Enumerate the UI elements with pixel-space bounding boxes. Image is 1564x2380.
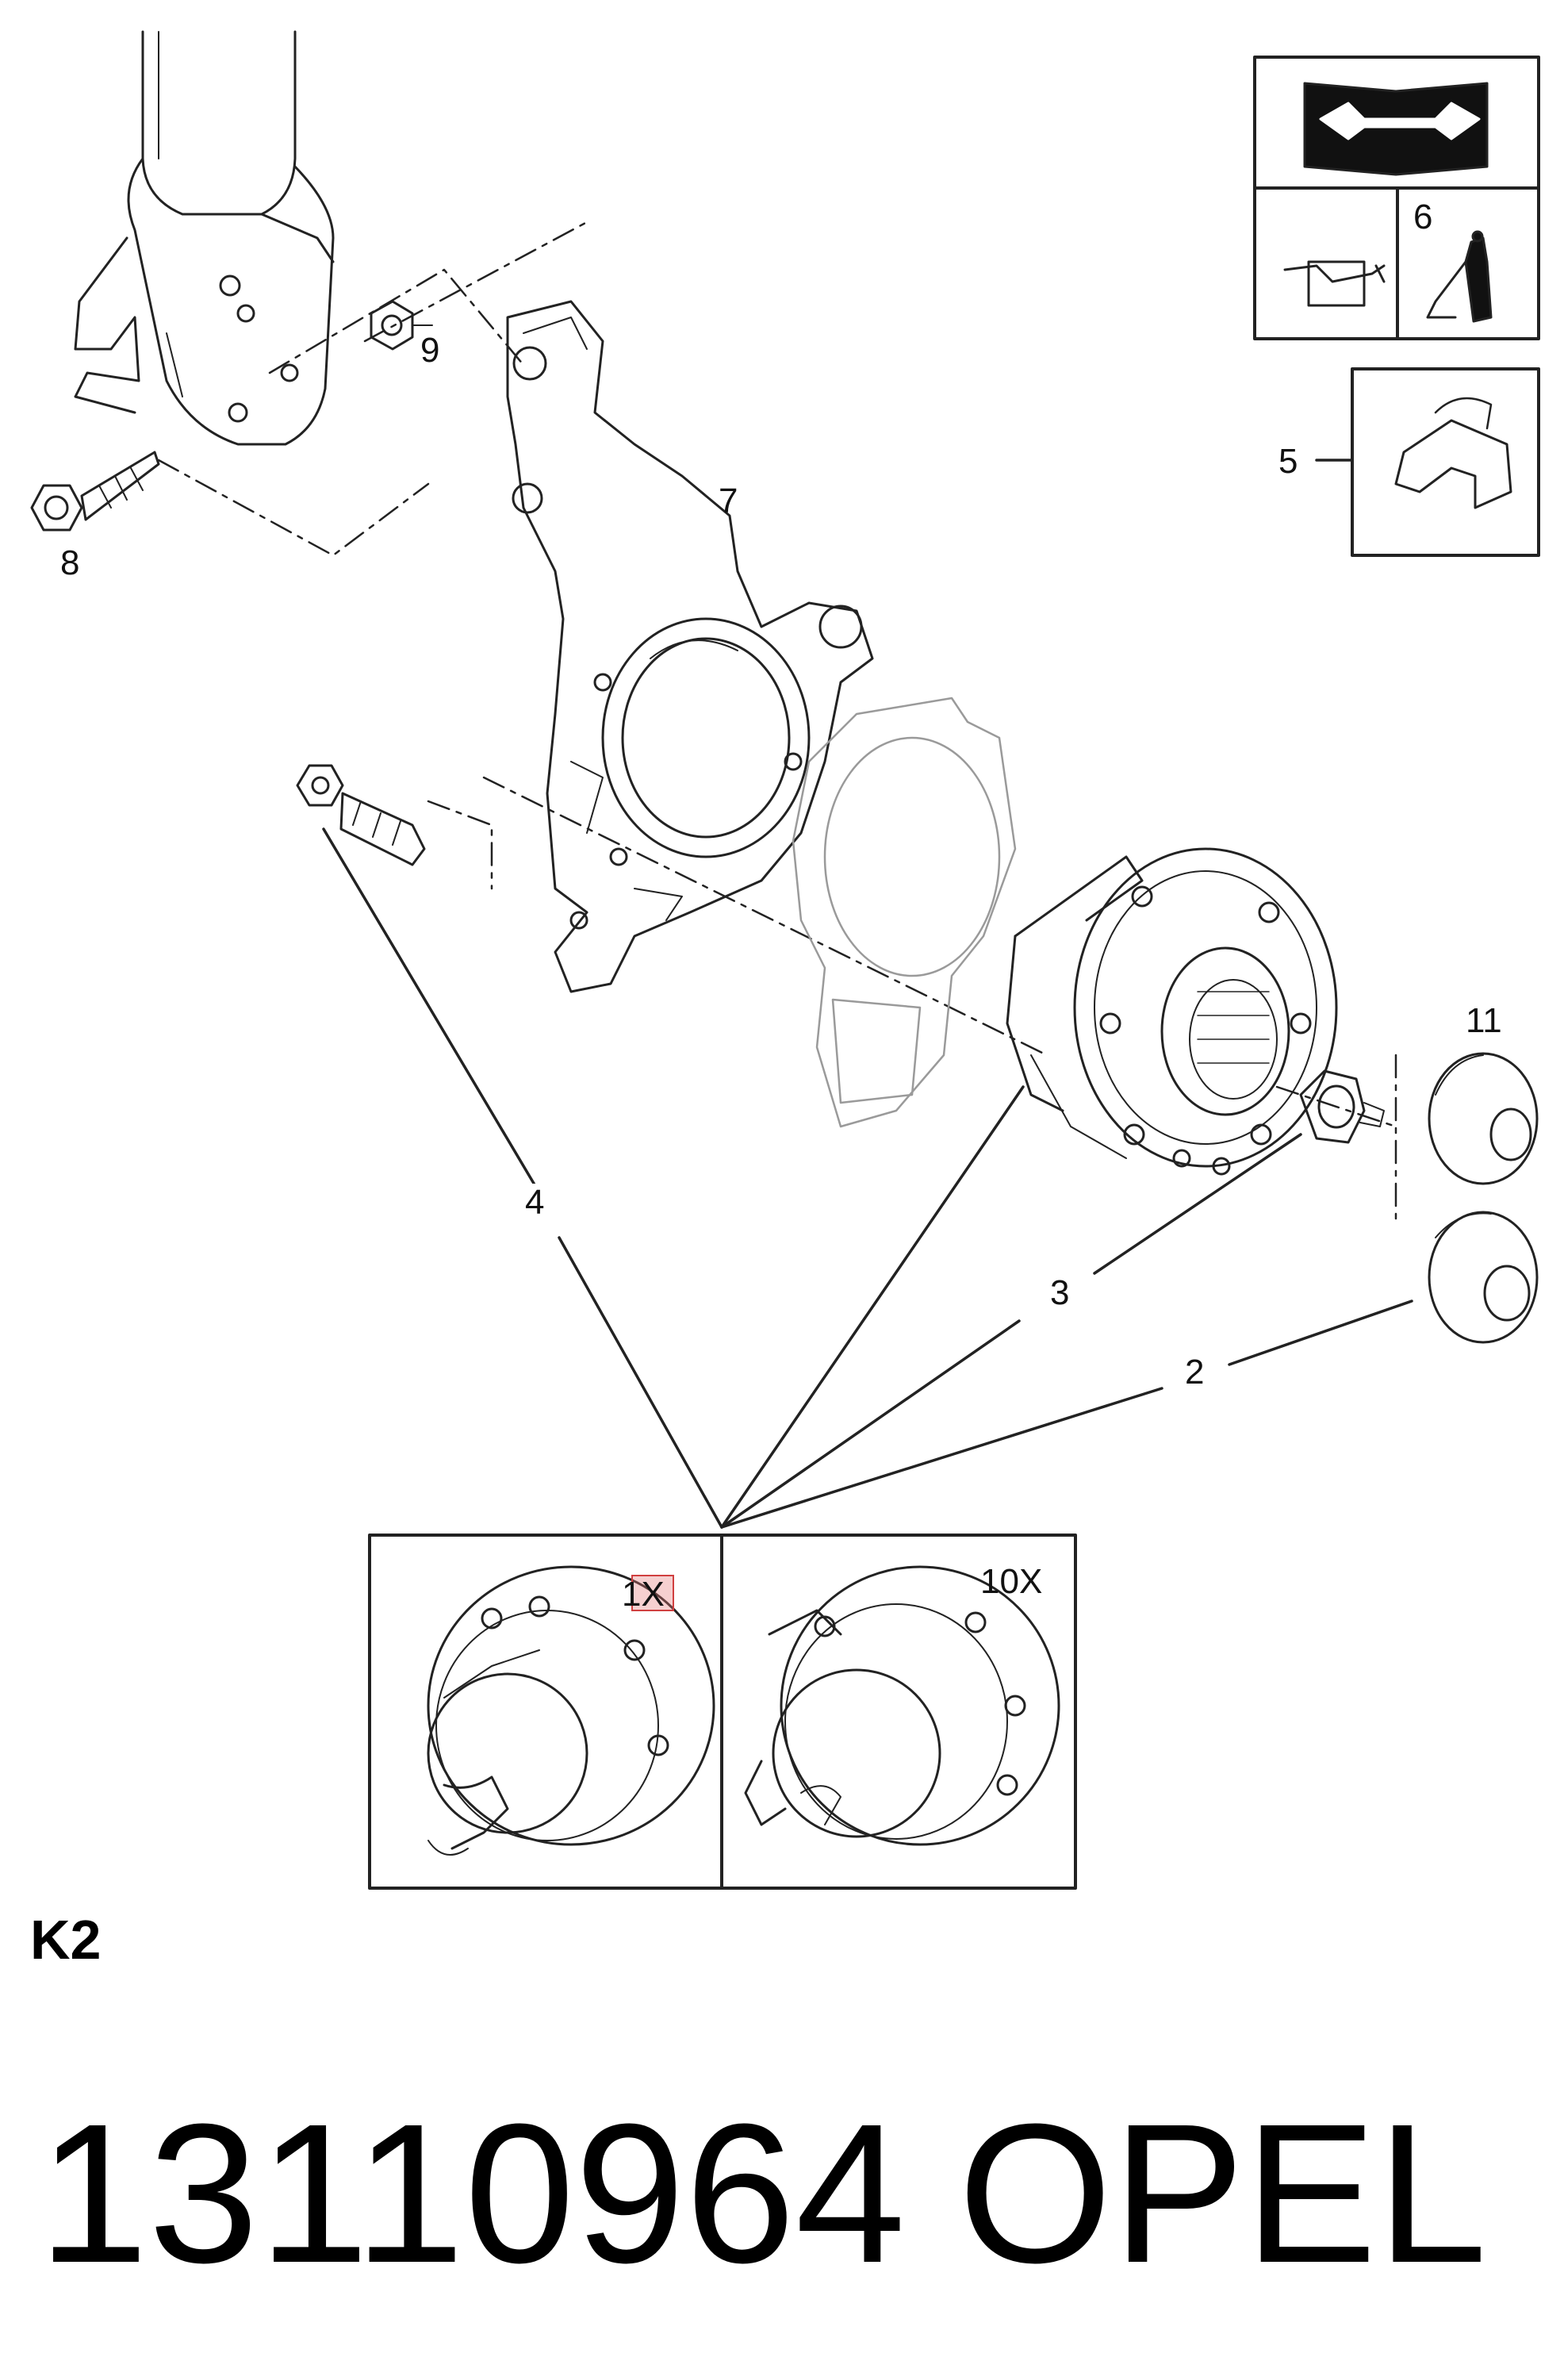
bolt-8 [30, 451, 160, 532]
clip-icon [1351, 367, 1540, 557]
exploded-view-diagram [30, 30, 1540, 1890]
hub-variant-b [744, 1565, 1060, 1846]
label-variant-a-qty: 1X [622, 1575, 665, 1614]
bolt-4 [296, 764, 426, 866]
label-item-4: 4 [519, 1184, 551, 1222]
footer: 13110964 OPEL [38, 2094, 1545, 2332]
label-item-7: 7 [719, 482, 738, 520]
section-code: K2 [30, 1909, 102, 1971]
wheel-hub-bearing [1006, 847, 1338, 1176]
label-variant-b-qty: 10X [980, 1562, 1043, 1601]
hub-nut-3 [1299, 1069, 1385, 1144]
highlight-marker [631, 1575, 674, 1611]
label-item-3: 3 [1044, 1274, 1076, 1312]
brake-backing-plate [792, 697, 1017, 1128]
label-item-2: 2 [1179, 1353, 1211, 1392]
icon-panel [1253, 56, 1540, 340]
oil-can-icon [1283, 260, 1386, 307]
part-number: 13110964 [38, 2082, 906, 2304]
strut-assembly [74, 30, 335, 446]
label-item-9: 9 [420, 331, 440, 370]
dust-cap-11 [1428, 1052, 1539, 1185]
steering-knuckle-7 [506, 300, 874, 993]
variant-panel [368, 1534, 1077, 1890]
label-item-6: 6 [1413, 198, 1433, 236]
service-manual-wrench-icon [1303, 82, 1489, 176]
label-item-11: 11 [1466, 1001, 1502, 1040]
leader-lines [322, 459, 1413, 1529]
hub-variant-a [427, 1565, 715, 1856]
label-item-8: 8 [60, 543, 80, 582]
dust-cap-2 [1428, 1211, 1539, 1344]
label-item-5: 5 [1278, 442, 1298, 481]
nut-9 [370, 300, 414, 351]
brand-name: OPEL [958, 2082, 1487, 2304]
assembly-axis-lines [157, 221, 1397, 1223]
threadlocker-bottle-icon [1426, 230, 1493, 323]
